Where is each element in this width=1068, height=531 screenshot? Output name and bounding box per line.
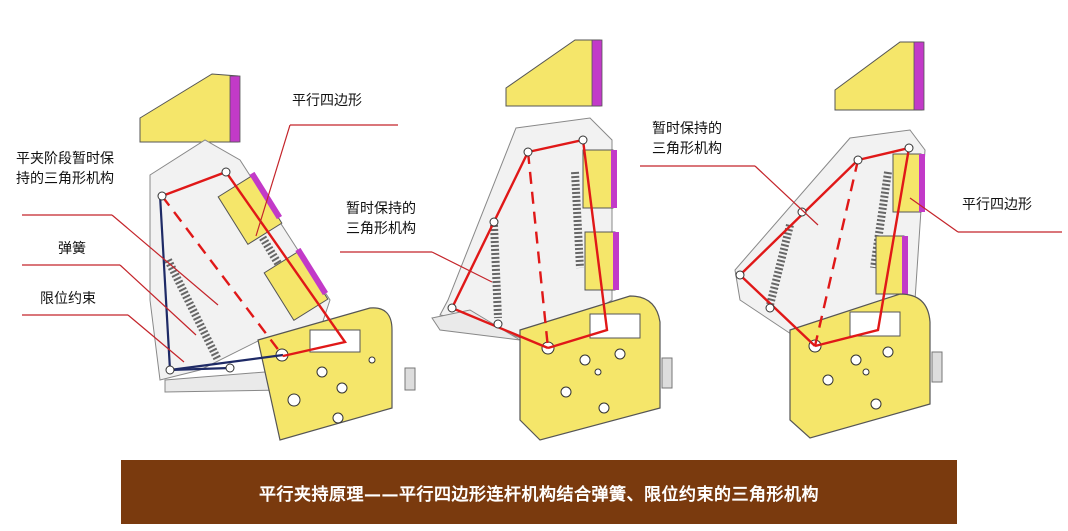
- right-parallelogram-line: [814, 146, 911, 348]
- left-fingertip: [139, 73, 239, 143]
- middle-spring-2: [571, 171, 584, 269]
- label-limit: 限位约束: [40, 291, 96, 307]
- label-middle-triangle-line2: 三角形机构: [346, 221, 416, 237]
- label-spring: 弹簧: [58, 241, 86, 257]
- left-parallelogram-line: [161, 170, 348, 358]
- leader-lines: [22, 124, 1062, 363]
- left-mechanism: [139, 73, 416, 441]
- label-right-parallelogram: 平行四边形: [962, 197, 1032, 213]
- caption-text: 平行夹持原理——平行四边形连杆机构结合弹簧、限位约束的三角形机构: [259, 484, 819, 505]
- middle-parallelogram-line: [527, 138, 609, 350]
- middle-mechanism: [431, 39, 673, 441]
- label-left-parallelogram: 平行四边形: [292, 93, 362, 109]
- label-left-triangle-line1: 平夹阶段暂时保: [16, 151, 114, 167]
- label-left-triangle-line2: 持的三角形机构: [16, 171, 114, 187]
- middle-fingertip: [505, 39, 601, 107]
- left-spring-1: [164, 258, 222, 362]
- right-mechanism: [734, 41, 943, 439]
- right-fingertip: [834, 41, 923, 111]
- label-middle-triangle-line1: 暂时保持的: [346, 201, 416, 217]
- middle-spring-1: [490, 224, 502, 319]
- label-right-triangle-line1: 暂时保持的: [652, 121, 722, 137]
- right-spring-1: [766, 224, 794, 306]
- label-right-triangle-line2: 三角形机构: [652, 141, 722, 157]
- caption-banner: 平行夹持原理——平行四边形连杆机构结合弹簧、限位约束的三角形机构: [121, 460, 957, 524]
